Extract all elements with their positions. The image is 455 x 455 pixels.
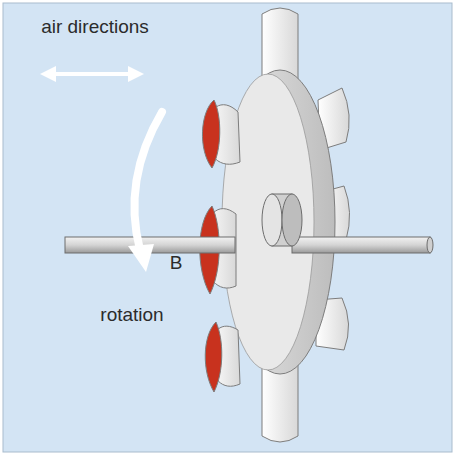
arrow-label: air directions <box>35 16 155 39</box>
part-label: B <box>161 252 191 275</box>
rotation-arrow <box>128 112 162 272</box>
background-panel <box>3 3 452 452</box>
shaft-end <box>427 237 433 253</box>
hub-face <box>282 194 302 246</box>
arrow-label: rotation <box>77 304 187 327</box>
air-direction-arrow <box>40 66 144 82</box>
shaft <box>292 237 430 253</box>
hub-face <box>262 194 282 246</box>
